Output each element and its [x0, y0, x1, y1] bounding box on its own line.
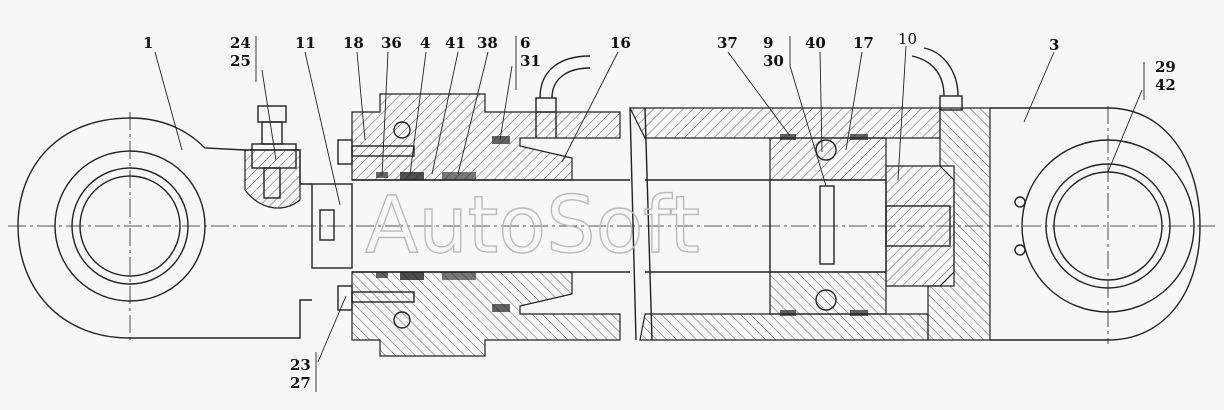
callout-42: 42	[1155, 76, 1176, 94]
callout-18: 18	[343, 34, 364, 52]
piston-part-17	[769, 134, 887, 316]
callout-10: 10	[898, 30, 917, 48]
watermark-text: AutoSoft	[365, 181, 700, 271]
callout-37: 37	[717, 34, 738, 52]
callout-25: 25	[230, 52, 251, 70]
callout-29: 29	[1155, 58, 1176, 76]
callout-1: 1	[143, 34, 153, 52]
callout-3: 3	[1049, 36, 1059, 54]
callout-16: 16	[610, 34, 631, 52]
callout-17: 17	[853, 34, 874, 52]
callout-labels: 1 24 25 11 18 36 4 41 38 6 31 16 37 9 30…	[143, 30, 1176, 392]
callout-23: 23	[290, 356, 311, 374]
callout-38: 38	[477, 34, 498, 52]
piston-nut-part-10	[885, 165, 955, 287]
hose-left	[535, 55, 591, 138]
callout-30: 30	[763, 52, 784, 70]
callout-36: 36	[381, 34, 402, 52]
cylinder-eye-part-3	[927, 106, 1201, 344]
gland-assembly	[337, 93, 621, 357]
hose-right	[911, 47, 963, 111]
rod-eye-part-1	[17, 105, 312, 340]
callout-6: 6	[520, 34, 530, 52]
callout-40: 40	[805, 34, 826, 52]
callout-24: 24	[230, 34, 251, 52]
callout-9: 9	[763, 34, 773, 52]
callout-11: 11	[295, 34, 316, 52]
callout-4: 4	[420, 34, 430, 52]
callout-27: 27	[290, 374, 311, 392]
callout-41: 41	[445, 34, 466, 52]
leader-lines	[154, 36, 1145, 392]
cylinder-tube	[629, 107, 941, 341]
callout-31: 31	[520, 52, 541, 70]
